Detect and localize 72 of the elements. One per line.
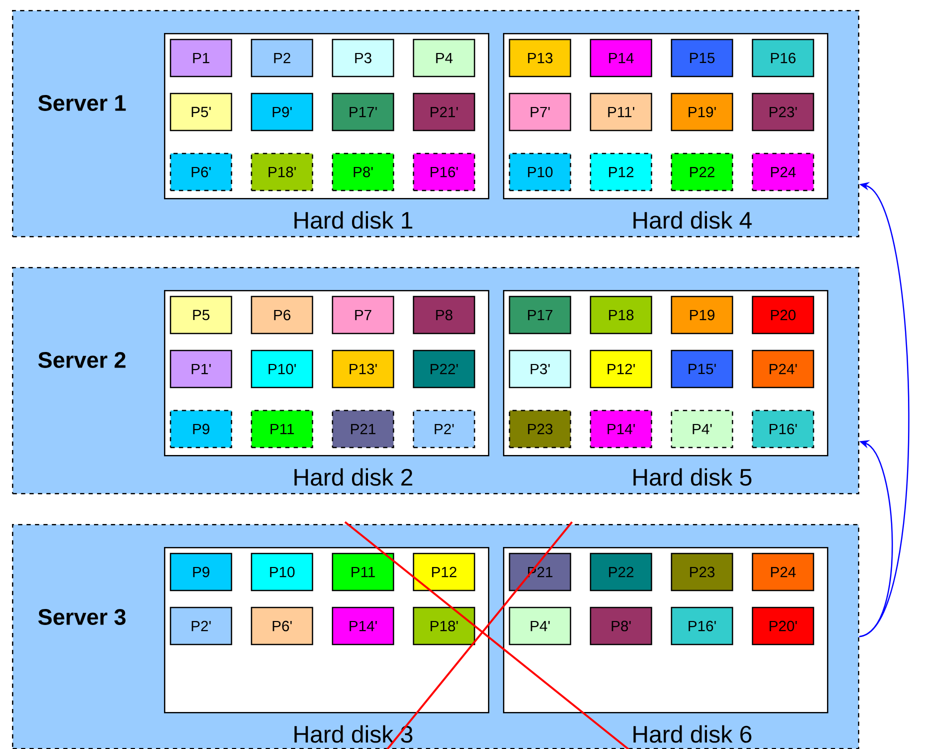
- partition-box: P7: [332, 296, 394, 334]
- partition-box: P2': [412, 410, 476, 448]
- partition-box: P15: [670, 38, 734, 78]
- partition-box: P4': [508, 606, 572, 646]
- server-label: Server 1: [38, 95, 126, 111]
- partition-box: P23': [752, 92, 814, 132]
- partition-box: P20: [752, 296, 814, 334]
- partition-box: P9': [250, 92, 314, 132]
- partition-box: P9: [170, 410, 232, 448]
- partition-box: P10: [250, 552, 314, 592]
- partition-box: P8': [590, 606, 652, 646]
- partition-box: P19': [670, 92, 734, 132]
- partition-box: P19: [670, 296, 734, 334]
- partition-box: P2: [250, 38, 314, 78]
- partition-box: P11: [332, 552, 394, 592]
- partition-box: P24: [752, 552, 814, 592]
- partition-box: P6: [250, 296, 314, 334]
- disk-label: Hard disk 4: [634, 211, 752, 229]
- partition-box: P18: [590, 296, 652, 334]
- partition-box: P17': [332, 92, 394, 132]
- partition-box: P6': [170, 152, 232, 192]
- partition-box: P8: [412, 296, 476, 334]
- partition-box: P4: [412, 38, 476, 78]
- partition-box: P16: [752, 38, 814, 78]
- partition-box: P16': [412, 152, 476, 192]
- partition-box: P22': [412, 350, 476, 388]
- partition-box: P4': [670, 410, 734, 448]
- partition-box: P6': [250, 606, 314, 646]
- partition-box: P21: [332, 410, 394, 448]
- partition-box: P1': [170, 350, 232, 388]
- partition-box: P22: [670, 152, 734, 192]
- partition-box: P2': [170, 606, 232, 646]
- partition-box: P13': [332, 350, 394, 388]
- partition-box: P10: [508, 152, 572, 192]
- disk-label: Hard disk 6: [634, 725, 752, 743]
- disk-label: Hard disk 1: [294, 211, 412, 229]
- partition-box: P12: [590, 152, 652, 192]
- partition-box: P17: [508, 296, 572, 334]
- partition-box: P24: [752, 152, 814, 192]
- partition-box: P8': [332, 152, 394, 192]
- partition-box: P15': [670, 350, 734, 388]
- partition-box: P14': [590, 410, 652, 448]
- partition-box: P21': [412, 92, 476, 132]
- partition-box: P1: [170, 38, 232, 78]
- partition-box: P10': [250, 350, 314, 388]
- partition-box: P5': [170, 92, 232, 132]
- partition-box: P18': [412, 606, 476, 646]
- partition-box: P14: [590, 38, 652, 78]
- partition-box: P3: [332, 38, 394, 78]
- disk-label: Hard disk 5: [634, 468, 752, 486]
- partition-box: P18': [250, 152, 314, 192]
- server-label: Server 2: [38, 352, 126, 368]
- partition-box: P14': [332, 606, 394, 646]
- partition-box: P11: [250, 410, 314, 448]
- partition-box: P12': [590, 350, 652, 388]
- partition-box: P20': [752, 606, 814, 646]
- partition-box: P3': [508, 350, 572, 388]
- partition-box: P22: [590, 552, 652, 592]
- disk-label: Hard disk 2: [294, 468, 412, 486]
- partition-box: P9: [170, 552, 232, 592]
- partition-box: P24': [752, 350, 814, 388]
- partition-box: P13: [508, 38, 572, 78]
- partition-box: P16': [670, 606, 734, 646]
- arrow: [859, 440, 893, 638]
- partition-box: P12: [412, 552, 476, 592]
- partition-box: P11': [590, 92, 652, 132]
- partition-box: P7': [508, 92, 572, 132]
- partition-box: P23: [670, 552, 734, 592]
- server-label: Server 3: [38, 609, 126, 625]
- partition-box: P23: [508, 410, 572, 448]
- partition-box: P5: [170, 296, 232, 334]
- partition-box: P16': [752, 410, 814, 448]
